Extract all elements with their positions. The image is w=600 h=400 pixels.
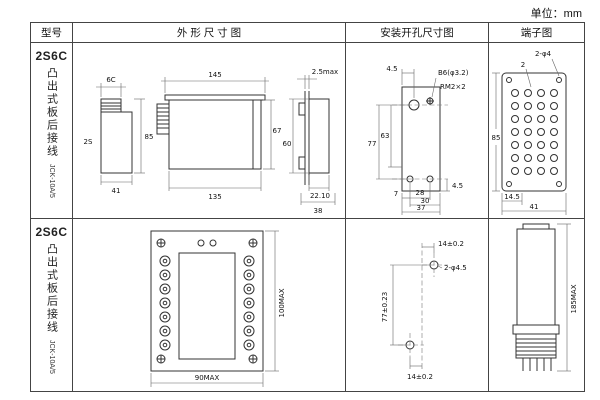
model-code: 2S6C [35, 49, 68, 63]
dim-drill-v: 77±0.23 [381, 292, 389, 322]
dim-v-outer: 77 [368, 140, 377, 148]
mounting-hole-outline [392, 86, 448, 192]
drill-hole-label: 2-φ4.5 [444, 264, 467, 272]
outline-cell-row1: 6C 2S 85 41 [73, 43, 346, 219]
header-mounting: 安装开孔尺寸图 [346, 23, 489, 43]
outline-cell-row2: 90MAX 100MAX [73, 219, 346, 391]
mounting-cell-row2: 14±0.2 2-φ4.5 77±0.23 14±0.2 [346, 219, 489, 391]
terminal-dims: 2-φ4 2 85 14.5 41 [492, 50, 567, 215]
terminal-drawing-row1: 2-φ4 2 85 14.5 41 [492, 50, 567, 215]
relay-height-dim: 185MAX [557, 223, 578, 372]
drill-dims: 14±0.2 2-φ4.5 77±0.23 14±0.2 [381, 240, 467, 381]
dim-side-height: 85 [145, 133, 154, 141]
model-note: JCK-10A/5 [48, 340, 55, 374]
relay-front-view [156, 94, 266, 170]
mounting-cell-row1: 4.5 B6(φ3.2) RM2×2 77 63 7 28 [346, 43, 489, 219]
drill-holes [398, 243, 448, 367]
relay-side-dims: 6C 2S 85 41 [84, 76, 154, 195]
unit-note: 单位：mm [530, 8, 582, 20]
dim-side-left: 2S [84, 138, 93, 146]
dim-front-top: 145 [208, 71, 221, 79]
model-code: 2S6C [35, 225, 68, 239]
dim-side-width: 41 [112, 187, 121, 195]
dim-terminal-b-inner: 14.5 [504, 193, 520, 201]
dim-relay-height: 185MAX [570, 284, 578, 313]
dim-drill-bottom: 14±0.2 [407, 373, 433, 381]
model-desc: 凸出式板后接线 [45, 243, 58, 334]
socket-drawing-row2: 90MAX 100MAX [150, 230, 286, 387]
mounting-drawing-row2: 14±0.2 2-φ4.5 77±0.23 14±0.2 [381, 240, 467, 381]
socket-outline [150, 230, 264, 372]
mounting-dims: 4.5 B6(φ3.2) RM2×2 77 63 7 28 [368, 65, 469, 215]
model-cell-row1: 2S6C 凸出式板后接线 JCK-10A/5 [31, 43, 73, 219]
header-outline: 外 形 尺 寸 图 [73, 23, 346, 43]
dim-b-offset: 7 [394, 190, 398, 198]
relay-side-profile [512, 223, 560, 371]
hole-spec-label: B6(φ3.2) [438, 69, 469, 77]
terminal-hole-label: 2-φ4 [535, 50, 552, 58]
relay-side-view [100, 98, 133, 174]
dimension-sheet-table: 型号 外 形 尺 寸 图 安装开孔尺寸图 端子图 2S6C 凸出式板后接线 JC… [30, 22, 585, 392]
mounting-drawing-row1: 4.5 B6(φ3.2) RM2×2 77 63 7 28 [368, 65, 469, 215]
screw-spec-label: RM2×2 [440, 83, 466, 91]
dim-terminal-height: 85 [492, 134, 501, 142]
dim-front-right: 67 [273, 127, 282, 135]
header-terminal: 端子图 [489, 23, 584, 43]
dim-b-mid: 30 [421, 197, 430, 205]
model-note: JCK-10A/5 [48, 164, 55, 198]
terminal-block [501, 72, 567, 192]
dim-b-inner: 28 [416, 189, 425, 197]
terminal-number: 2 [521, 61, 525, 69]
terminal-cell-row2: 185MAX [489, 219, 584, 391]
dim-side-top: 6C [106, 76, 115, 84]
dim-r-offset: 4.5 [452, 182, 463, 190]
model-cell-row2: 2S6C 凸出式板后接线 JCK-10A/5 [31, 219, 73, 391]
socket-dims: 90MAX 100MAX [150, 230, 286, 387]
relay-front-dims: 145 135 67 [161, 71, 281, 201]
dim-profile-left: 60 [283, 140, 292, 148]
dim-socket-height: 100MAX [278, 288, 286, 317]
terminal-cell-row1: 2-φ4 2 85 14.5 41 [489, 43, 584, 219]
dim-b-outer: 37 [417, 204, 426, 212]
model-desc: 凸出式板后接线 [45, 67, 58, 158]
relay-profile-dims: 2.5max 60 22.10 38 [283, 68, 339, 215]
relay-profile-drawing-row2: 185MAX [512, 223, 578, 372]
dim-top-offset: 4.5 [386, 65, 397, 73]
dim-profile-b2: 38 [314, 207, 323, 215]
relay-profile-view [298, 91, 330, 185]
dim-v-inner: 63 [381, 132, 390, 140]
dim-drill-top: 14±0.2 [438, 240, 464, 248]
dim-socket-width: 90MAX [195, 374, 220, 382]
dim-terminal-b-outer: 41 [530, 203, 539, 211]
dim-profile-b1: 22.10 [310, 192, 330, 200]
outline-drawing-row1: 6C 2S 85 41 [84, 68, 339, 215]
dim-front-bottom: 135 [208, 193, 221, 201]
dim-profile-top: 2.5max [312, 68, 338, 76]
header-model: 型号 [31, 23, 73, 43]
